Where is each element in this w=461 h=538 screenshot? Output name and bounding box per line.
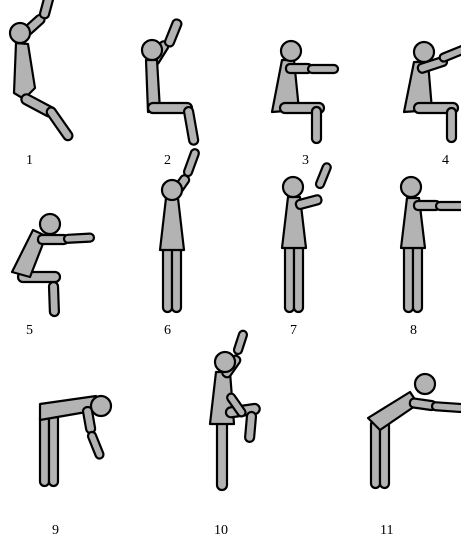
pose-7-head <box>283 177 303 197</box>
pose-5-shin <box>49 282 59 316</box>
pose-1-shin <box>45 106 74 142</box>
pose-11-torso <box>368 392 418 430</box>
pose-4-arm-lower <box>439 44 461 63</box>
pose-3-arm-lower <box>308 65 338 73</box>
pose-10-arm-lower <box>233 330 248 355</box>
pose-label-6: 6 <box>164 324 171 338</box>
pose-11-figure <box>368 374 461 488</box>
pose-3-figure <box>272 41 338 143</box>
pose-2-arm-lower <box>164 18 183 47</box>
pose-7-leg-right <box>294 245 303 312</box>
pose-6-torso <box>160 198 184 250</box>
pose-7-figure <box>282 162 332 312</box>
pose-label-3: 3 <box>302 154 309 168</box>
pose-6-leg-left <box>163 247 172 312</box>
pose-7-leg-left <box>285 245 294 312</box>
pose-10-figure <box>210 330 260 490</box>
pose-1-arm-lower <box>39 0 54 19</box>
pose-3-shin <box>312 107 321 143</box>
pose-label-8: 8 <box>410 324 417 338</box>
pose-9-head <box>91 396 111 416</box>
pose-4-figure <box>404 42 461 142</box>
pose-6-arm-lower <box>183 148 200 177</box>
pose-1-torso <box>14 43 35 99</box>
pose-11-arm-lower <box>432 402 461 412</box>
pose-9-arm-lower <box>87 431 105 460</box>
pose-9-leg-right <box>49 414 58 486</box>
pose-label-9: 9 <box>52 524 59 538</box>
pose-10-raised-shin <box>245 412 257 443</box>
pose-4-shin <box>447 108 456 142</box>
pose-8-leg-right <box>413 245 422 312</box>
pose-1-head <box>10 23 30 43</box>
pose-label-10: 10 <box>214 524 228 538</box>
pose-5-figure <box>12 214 94 316</box>
pose-label-11: 11 <box>380 524 393 538</box>
pose-6-leg-right <box>172 247 181 312</box>
pose-2-figure <box>142 18 199 145</box>
pose-label-1: 1 <box>26 154 33 168</box>
pose-9-figure <box>40 396 111 486</box>
pose-10-head <box>215 352 235 372</box>
pose-6-head <box>162 180 182 200</box>
pose-8-figure <box>401 177 461 312</box>
pose-8-head <box>401 177 421 197</box>
pose-7-arm-lower <box>315 162 332 189</box>
pose-10-support-leg <box>217 418 227 490</box>
pose-11-head <box>415 374 435 394</box>
pose-label-4: 4 <box>442 154 449 168</box>
pose-2-head <box>142 40 162 60</box>
pose-label-2: 2 <box>164 154 171 168</box>
pose-3-head <box>281 41 301 61</box>
pose-2-shin <box>183 106 198 145</box>
pose-6-figure <box>160 148 200 312</box>
pose-4-head <box>414 42 434 62</box>
pose-8-arm-lower <box>436 202 461 210</box>
pose-label-7: 7 <box>290 324 297 338</box>
pose-8-leg-left <box>404 245 413 312</box>
pose-1-figure <box>10 0 74 142</box>
pose-5-head <box>40 214 60 234</box>
pose-5-arm-lower <box>64 233 94 243</box>
pose-9-leg-left <box>40 414 49 486</box>
pose-label-5: 5 <box>26 324 33 338</box>
